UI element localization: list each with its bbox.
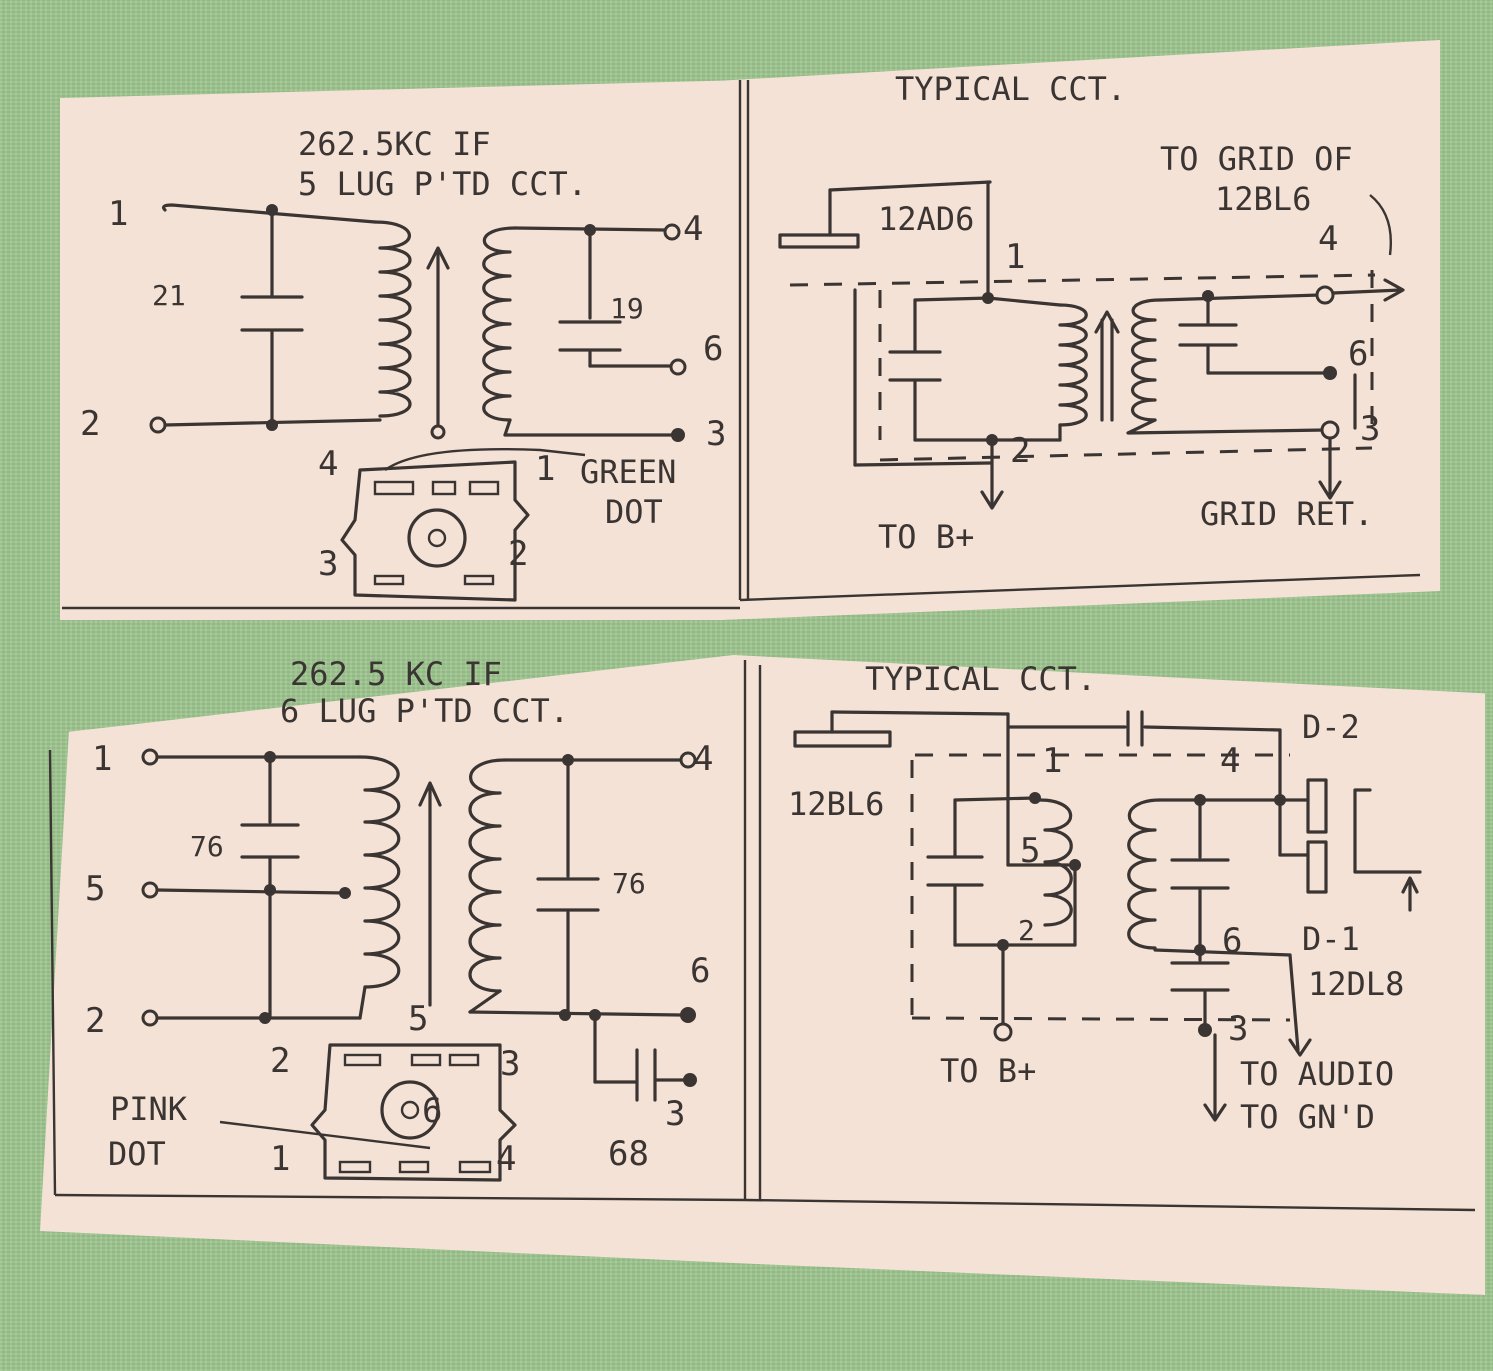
tr-grid-ret: GRID RET. xyxy=(1200,495,1373,533)
bl-cap-right-label: 76 xyxy=(612,867,646,900)
tl-pin-4-label: 4 xyxy=(683,209,703,249)
tl-pin-6-label: 6 xyxy=(703,329,723,369)
br-pin-3: 3 xyxy=(1228,1009,1248,1049)
br-to-audio: TO AUDIO xyxy=(1240,1055,1394,1093)
bl-base-pin-3: 3 xyxy=(500,1044,520,1084)
bl-pin-1-label: 1 xyxy=(92,739,112,779)
br-to-b-plus: TO B+ xyxy=(940,1052,1036,1090)
tr-to-b-plus: TO B+ xyxy=(878,518,974,556)
br-pin-6: 6 xyxy=(1222,921,1242,961)
tl-title-line2: 5 LUG P'TD CCT. xyxy=(298,165,587,203)
tr-tube-label: 12AD6 xyxy=(878,200,974,238)
bl-base-pin-6: 6 xyxy=(422,1091,442,1131)
tl-base-pin-1: 1 xyxy=(535,449,555,489)
tl-base-pin-3: 3 xyxy=(318,544,338,584)
tl-pin-3-label: 3 xyxy=(706,414,726,454)
tr-pin-3: 3 xyxy=(1360,409,1380,449)
tr-to-grid-line2: 12BL6 xyxy=(1215,180,1311,218)
bottom-left-transformer-schematic: 262.5 KC IF 6 LUG P'TD CCT. 1 5 2 76 5 xyxy=(85,655,713,1182)
bl-pink-dot-line1: PINK xyxy=(110,1090,188,1128)
top-right-typical-circuit: TYPICAL CCT. TO GRID OF 12BL6 12AD6 1 4 xyxy=(778,70,1405,556)
br-pin-4: 4 xyxy=(1220,741,1240,781)
tr-to-grid-line1: TO GRID OF xyxy=(1160,140,1353,178)
br-pin-1: 1 xyxy=(1042,741,1062,781)
tr-pin-6: 6 xyxy=(1348,334,1368,374)
tl-title-line1: 262.5KC IF xyxy=(298,125,491,163)
bl-pin-3-label: 3 xyxy=(665,1094,685,1134)
tl-cap2-label: 19 xyxy=(610,292,644,325)
bottom-paper-card xyxy=(40,655,1485,1295)
bl-tap-5: 5 xyxy=(408,999,428,1039)
br-to-gnd: TO GN'D xyxy=(1240,1098,1375,1136)
br-title: TYPICAL CCT. xyxy=(865,660,1096,698)
tl-base-outline xyxy=(340,447,586,602)
bl-pin-4-label: 4 xyxy=(693,739,713,779)
bl-title-line1: 262.5 KC IF xyxy=(290,655,502,693)
bl-base-pin-1: 1 xyxy=(270,1139,290,1179)
tr-pin-4: 4 xyxy=(1318,219,1338,259)
top-card-frame xyxy=(62,80,1421,610)
tl-base-pin-2: 2 xyxy=(508,534,528,574)
br-pin-2: 2 xyxy=(1018,914,1035,947)
bottom-card-frame xyxy=(48,660,1476,1212)
bl-pin-5-label: 5 xyxy=(85,869,105,909)
tl-cap-label: 21 xyxy=(152,279,186,312)
br-d1-label: D-1 xyxy=(1302,920,1360,958)
tl-green-dot-line1: GREEN xyxy=(580,453,676,491)
tl-pin-1-label: 1 xyxy=(108,194,128,234)
bl-pin-2-label: 2 xyxy=(85,1001,105,1041)
tl-pin-2-label: 2 xyxy=(80,404,100,444)
bl-cap-left-label: 76 xyxy=(190,830,224,863)
br-pin-5: 5 xyxy=(1020,831,1040,871)
bottom-right-typical-circuit: TYPICAL CCT. 12BL6 D-2 D-1 12DL8 1 4 xyxy=(788,660,1422,1136)
bl-cap-68-label: 68 xyxy=(608,1134,649,1174)
tr-pin-2: 2 xyxy=(1010,431,1030,471)
top-left-transformer-schematic: 262.5KC IF 5 LUG P'TD CCT. 1 2 21 xyxy=(80,125,726,602)
tr-pin-1: 1 xyxy=(1005,237,1025,277)
bl-base-outline xyxy=(219,1043,517,1182)
bl-base-pin-4: 4 xyxy=(496,1139,516,1179)
bl-pink-dot-line2: DOT xyxy=(108,1135,166,1173)
bl-title-line2: 6 LUG P'TD CCT. xyxy=(280,692,569,730)
bl-pin-6-label: 6 xyxy=(690,951,710,991)
br-d2-label: D-2 xyxy=(1302,708,1360,746)
br-tube-12bl6: 12BL6 xyxy=(788,785,884,823)
tr-title: TYPICAL CCT. xyxy=(895,70,1126,108)
br-tube-12dl8: 12DL8 xyxy=(1308,965,1404,1003)
bl-base-pin-2: 2 xyxy=(270,1041,290,1081)
tl-green-dot-line2: DOT xyxy=(605,493,663,531)
tl-base-pin-4: 4 xyxy=(318,444,338,484)
